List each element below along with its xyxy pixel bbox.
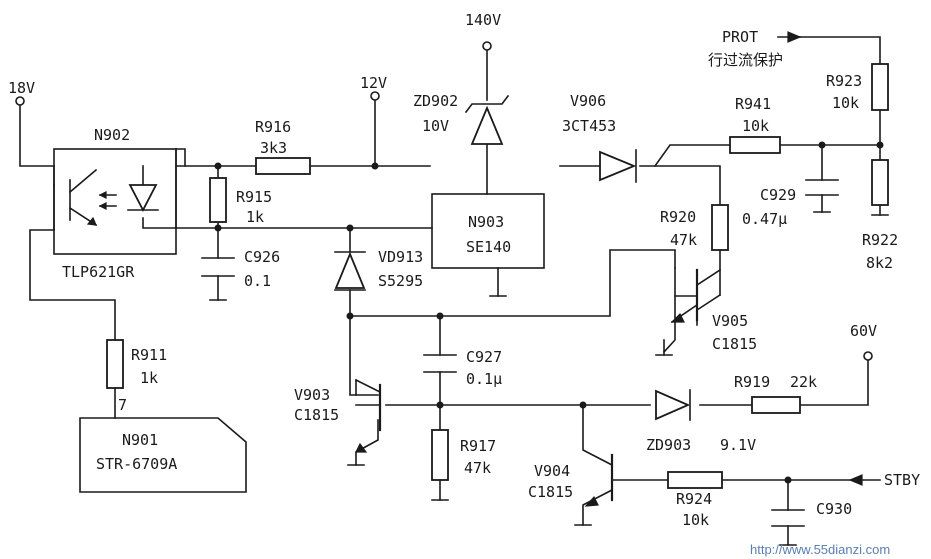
label-zd903-v: 9.1V (720, 436, 756, 454)
c927-capacitor (423, 354, 457, 373)
n901-ic-body (79, 417, 247, 493)
label-r916-v: 3k3 (260, 139, 287, 157)
r922-resistor (871, 159, 889, 206)
r915-resistor (209, 177, 227, 223)
label-tlp: TLP621GR (62, 263, 135, 281)
r920-resistor (711, 204, 729, 251)
v904-transistor (584, 453, 614, 507)
label-r916: R916 (255, 118, 291, 136)
label-v904: V904 (534, 462, 570, 480)
c926-capacitor (201, 257, 235, 277)
label-v906-v: 3CT453 (562, 117, 616, 135)
r919-resistor (751, 396, 801, 414)
label-n901-pin: 7 (118, 396, 127, 414)
label-12v: 12V (360, 74, 387, 92)
labels: 18V 12V 140V 60V PROT 行过流保护 STBY N902 TL… (8, 11, 920, 557)
terminal-12v (370, 91, 380, 101)
label-prot-note: 行过流保护 (708, 51, 783, 69)
label-140v: 140V (465, 11, 501, 29)
label-n902: N902 (94, 126, 130, 144)
label-v903: V903 (294, 386, 330, 404)
v906-diode (599, 149, 637, 183)
label-v905: V905 (712, 312, 748, 330)
r923-resistor (871, 63, 889, 111)
terminal-140v (482, 41, 492, 51)
label-c926-v: 0.1 (244, 272, 271, 290)
junction-dots (214, 141, 884, 484)
label-n903: N903 (468, 213, 504, 231)
wires (19, 36, 881, 546)
label-60v: 60V (850, 322, 877, 340)
label-zd902-v: 10V (422, 117, 449, 135)
vd913-diode (334, 251, 366, 291)
zd902-zener (464, 94, 510, 145)
label-r920-v: 47k (670, 231, 697, 249)
r911-resistor (106, 339, 124, 389)
label-r923: R923 (826, 72, 862, 90)
label-c927: C927 (466, 348, 502, 366)
label-v904-v: C1815 (528, 483, 573, 501)
label-r923-v: 10k (832, 94, 859, 112)
label-v905-v: C1815 (712, 335, 757, 353)
label-v903-v: C1815 (294, 406, 339, 424)
watermark: http://www.55dianzi.com (750, 542, 890, 557)
label-r920: R920 (660, 208, 696, 226)
label-r917-v: 47k (464, 459, 491, 477)
label-18v: 18V (8, 79, 35, 97)
label-r922-v: 8k2 (866, 254, 893, 272)
label-r922: R922 (862, 231, 898, 249)
label-r924: R924 (676, 490, 712, 508)
label-c929: C929 (760, 186, 796, 204)
v905-transistor (663, 268, 722, 356)
label-c927-v: 0.1μ (466, 370, 502, 388)
c929-capacitor (805, 179, 839, 196)
terminal-60v (863, 351, 873, 361)
ground-stubs (209, 211, 889, 546)
r917-resistor (431, 429, 449, 481)
label-prot: PROT (722, 28, 758, 46)
c930-capacitor (771, 509, 805, 527)
optocoupler-box (53, 148, 177, 255)
label-vd913: VD913 (378, 248, 423, 266)
terminal-18v (15, 96, 25, 106)
label-n901: N901 (122, 431, 158, 449)
label-r911: R911 (131, 346, 167, 364)
label-r941-v: 10k (742, 117, 769, 135)
label-c930: C930 (816, 500, 852, 518)
n903-ic-body (431, 193, 545, 269)
label-v906: V906 (570, 92, 606, 110)
components (15, 31, 889, 546)
label-r915: R915 (236, 188, 272, 206)
label-stby: STBY (884, 471, 920, 489)
label-c926: C926 (244, 248, 280, 266)
label-r919-v: 22k (790, 373, 817, 391)
v903-transistor (354, 378, 382, 453)
zd903-diode (655, 389, 691, 421)
label-r919: R919 (734, 373, 770, 391)
label-r915-v: 1k (246, 208, 264, 226)
label-n901-type: STR-6709A (96, 455, 177, 473)
label-zd903: ZD903 (646, 436, 691, 454)
label-zd902: ZD902 (413, 92, 458, 110)
label-r924-v: 10k (682, 511, 709, 529)
label-r941: R941 (735, 95, 771, 113)
label-r911-v: 1k (140, 369, 158, 387)
label-c929-v: 0.47μ (742, 210, 787, 228)
r916-resistor (255, 157, 311, 175)
r941-resistor (729, 136, 781, 154)
r924-resistor (667, 471, 723, 489)
stby-arrow-icon (848, 474, 863, 486)
label-n903-type: SE140 (466, 238, 511, 256)
label-vd913-v: S5295 (378, 272, 423, 290)
label-r917: R917 (460, 437, 496, 455)
